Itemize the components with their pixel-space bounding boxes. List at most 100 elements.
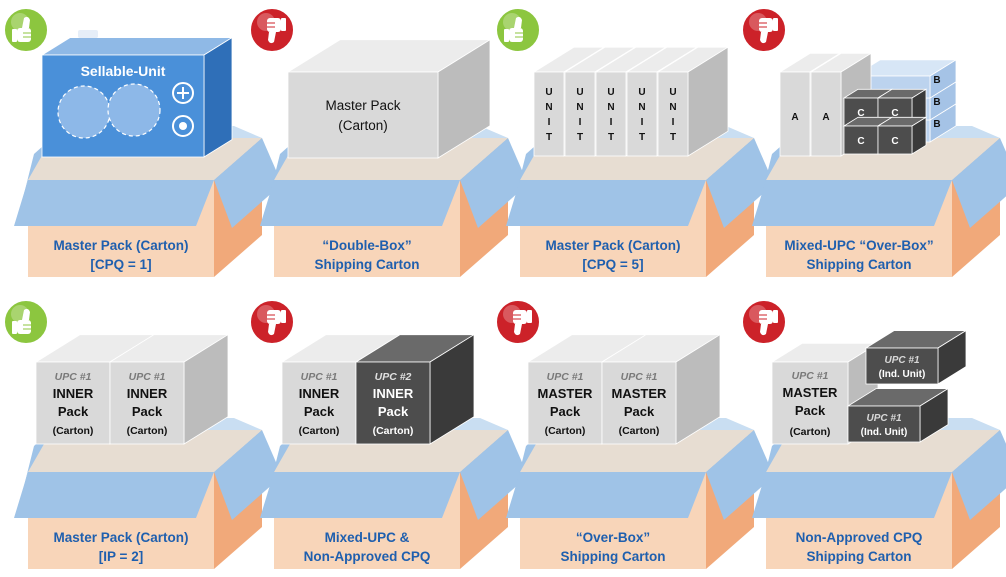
seal-graphic — [57, 85, 111, 139]
thumbs-down-icon — [249, 7, 295, 53]
unit-letter: T — [546, 132, 552, 143]
shipping-carton — [506, 418, 774, 569]
pack-label: Pack — [378, 404, 409, 419]
pack-label: Pack — [304, 404, 335, 419]
panel-caption: Shipping Carton — [315, 257, 420, 272]
panel-caption: Shipping Carton — [561, 549, 666, 564]
thumbs-down-icon — [741, 7, 787, 53]
unit-letter: N — [576, 102, 583, 113]
carton-flap-front — [506, 180, 706, 226]
pack-label: INNER — [299, 386, 340, 401]
box-front — [865, 347, 939, 385]
dark-pack-box — [354, 334, 476, 445]
upc-label: UPC #1 — [301, 371, 338, 383]
thumb-cuff — [527, 310, 532, 323]
carton-flap-left — [508, 430, 544, 518]
thumb-hand — [12, 16, 31, 42]
shipping-carton — [752, 418, 1006, 569]
carton-flap-front — [14, 180, 214, 226]
pack-label: Pack — [58, 404, 89, 419]
carton-sublabel: (Carton) — [790, 426, 831, 438]
carton-flap-front — [506, 472, 706, 518]
pack-label: Pack — [550, 404, 581, 419]
c-label: C — [891, 108, 898, 119]
unit-letter: T — [577, 132, 583, 143]
panel-caption: Non-Approved CPQ — [796, 530, 923, 545]
panel-caption: Master Pack (Carton) — [53, 530, 188, 545]
panel-caption: [IP = 2] — [99, 549, 143, 564]
carton-sublabel: (Carton) — [299, 425, 340, 437]
a-label: A — [791, 112, 798, 123]
box-front — [843, 125, 879, 155]
unit-letter: U — [545, 87, 552, 98]
upc-label: UPC #1 — [129, 371, 166, 383]
upc-label: UPC #1 — [547, 371, 584, 383]
seal-graphic — [107, 83, 161, 137]
unit-box — [656, 46, 730, 157]
box-cap — [78, 30, 98, 38]
pack-box — [108, 334, 230, 445]
panel-2: Master Pack(Carton)“Double-Box”Shipping … — [249, 7, 528, 277]
box-front — [287, 71, 439, 159]
thumb-cuff — [12, 321, 17, 334]
thumb-finger — [22, 308, 30, 320]
master-pack-box — [286, 39, 492, 159]
carton-sublabel: (Carton) — [53, 425, 94, 437]
thumb-palm — [513, 310, 527, 324]
individual-unit-box — [864, 329, 968, 385]
thumb-cuff — [281, 310, 286, 323]
carton-flap-left — [754, 138, 790, 226]
thumb-hand — [504, 16, 523, 42]
b-label: B — [933, 119, 940, 130]
carton-flap-front — [14, 472, 214, 518]
unit-letter: I — [672, 117, 675, 128]
pack-label: MASTER — [538, 386, 594, 401]
carton-flap-left — [262, 430, 298, 518]
carton-flap-left — [16, 138, 52, 226]
carton-sublabel: (Carton) — [127, 425, 168, 437]
upc-label: UPC #2 — [375, 371, 412, 383]
unit-sublabel: (Ind. Unit) — [861, 427, 908, 438]
upc-label: UPC #1 — [884, 355, 919, 366]
box-top — [40, 37, 234, 56]
unit-letter: U — [669, 87, 676, 98]
unit-letter: N — [545, 102, 552, 113]
carton-flap-front — [752, 472, 952, 518]
carton-sublabel: (Carton) — [619, 425, 660, 437]
panel-caption: Mixed-UPC “Over-Box” — [784, 238, 933, 253]
target-icon-dot — [179, 122, 187, 130]
upc-label: UPC #1 — [866, 413, 901, 424]
upc-label: UPC #1 — [621, 371, 658, 383]
panel-caption: “Over-Box” — [576, 530, 650, 545]
panel-caption: Master Pack (Carton) — [545, 238, 680, 253]
thumb-hand — [759, 18, 778, 44]
unit-letter: U — [576, 87, 583, 98]
shipping-carton — [506, 126, 774, 277]
box-front — [35, 361, 111, 445]
unit-letter: U — [607, 87, 614, 98]
carton-sublabel: (Carton) — [373, 425, 414, 437]
thumb-hand — [267, 18, 286, 44]
unit-letter: U — [638, 87, 645, 98]
thumb-palm — [267, 310, 281, 324]
unit-letter: N — [607, 102, 614, 113]
thumb-finger — [514, 16, 522, 28]
carton-flap-right — [460, 430, 528, 520]
carton-flap-left — [754, 430, 790, 518]
thumb-cuff — [773, 310, 778, 323]
unit-letter: T — [670, 132, 676, 143]
carton-flap-right — [214, 430, 282, 520]
unit-letter: I — [579, 117, 582, 128]
panel-caption: Master Pack (Carton) — [53, 238, 188, 253]
carton-flap-right — [952, 430, 1006, 520]
box-label: (Carton) — [338, 118, 388, 133]
c-unit-box — [876, 116, 928, 155]
box-front — [601, 361, 677, 445]
box-front — [595, 71, 627, 157]
individual-unit-box — [846, 387, 950, 443]
carton-flap-right — [706, 138, 774, 228]
